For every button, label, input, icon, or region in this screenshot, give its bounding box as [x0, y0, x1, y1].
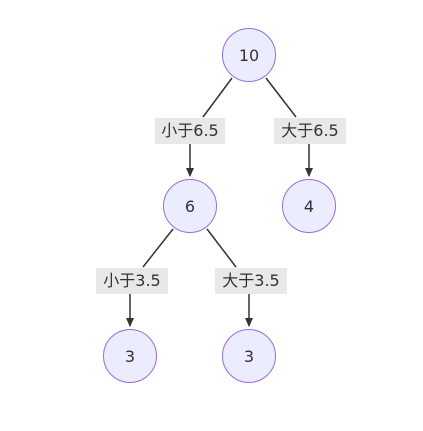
edge-label-left-right: 大于3.5 — [215, 268, 287, 294]
edge-label-root-left: 小于6.5 — [155, 118, 225, 144]
edge-label-root-right: 大于6.5 — [274, 118, 346, 144]
edge-left-leftright — [206, 228, 237, 268]
node-left: 6 — [163, 179, 217, 233]
edge-left-leftleft — [142, 228, 174, 268]
node-right: 4 — [282, 179, 336, 233]
edge-root-right — [265, 77, 297, 118]
edge-label-left-left: 小于3.5 — [96, 268, 168, 294]
node-left-left: 3 — [103, 329, 157, 383]
edge-root-left — [202, 77, 233, 118]
node-root: 10 — [222, 28, 276, 82]
node-left-right: 3 — [222, 329, 276, 383]
